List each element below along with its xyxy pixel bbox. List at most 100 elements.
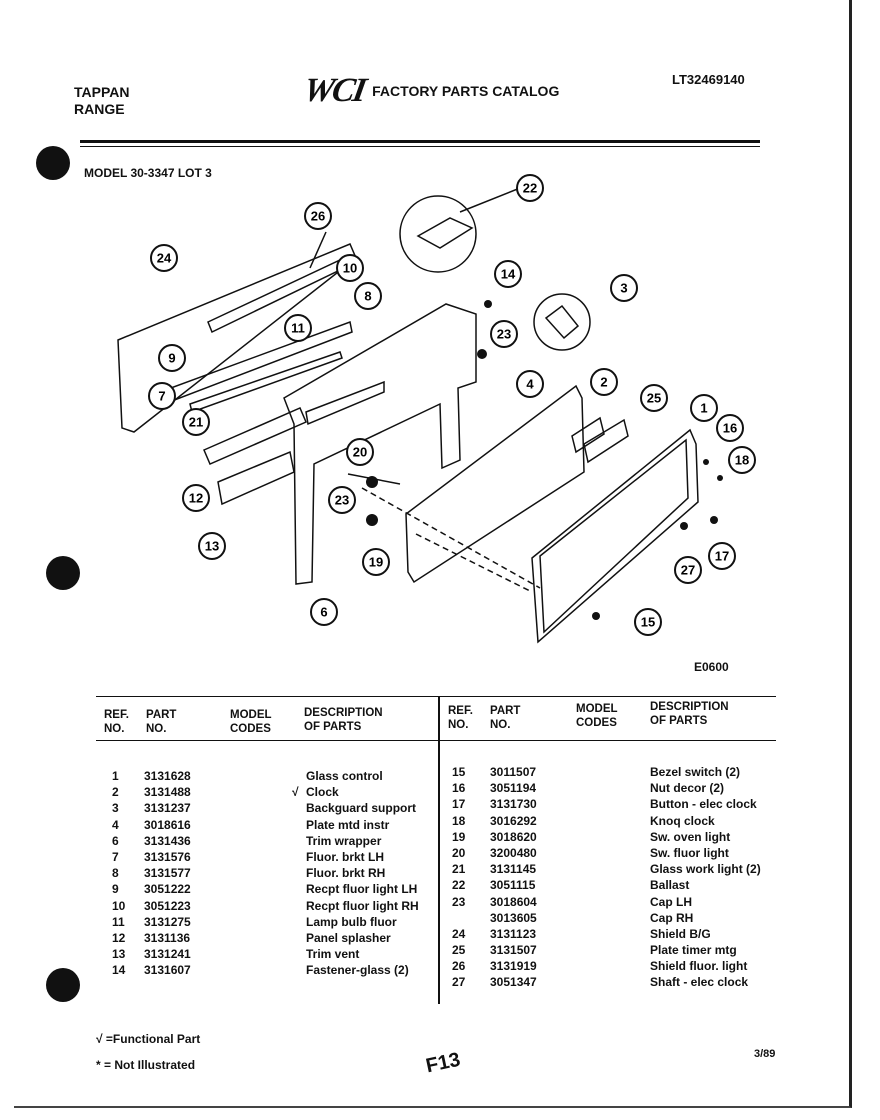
callout-label-13: 13 [205,539,219,554]
part-description: Trim vent [306,947,360,962]
switch-oven [366,514,378,526]
part-description: Plate timer mtg [650,943,737,958]
callout-circle-20 [346,438,374,466]
revision-date: 3/89 [754,1048,776,1060]
callout-circle-26 [304,202,332,230]
ref-number: 7 [112,849,119,864]
part-number: 3131919 [490,959,537,974]
part-number: 3131436 [144,833,191,848]
callout-label-7: 7 [158,389,165,404]
ref-number: 4 [112,817,119,832]
ref-number: 19 [452,829,466,844]
functional-part-note: √ =Functional Part [96,1032,201,1046]
part-number: 3051223 [144,898,191,913]
part-number: 3131123 [490,926,537,941]
part-number: 3131628 [144,769,191,783]
part-number: 3131488 [144,785,191,800]
callout-label-17: 17 [715,549,729,564]
shield-part [117,243,357,433]
part-number: 3131730 [490,797,537,812]
part-description: Plate mtd instr [306,817,390,832]
ref-number: 24 [452,926,466,941]
ref-number: 11 [112,914,125,929]
part-number: 3018616 [144,817,191,832]
callout-label-12: 12 [189,491,203,506]
punch-hole-top [36,146,70,180]
callout-circle-17 [708,542,736,570]
callout-circle-24 [150,244,178,272]
ref-number: 10 [112,898,126,913]
callout-label-2: 2 [600,375,607,390]
functional-mark: √ [292,785,299,800]
part-number: 3131241 [144,947,191,962]
callout-label-15: 15 [641,615,655,630]
plate-mtd-instr [405,384,585,584]
ref-number: 1 [112,769,119,783]
callout-label-26: 26 [311,209,325,224]
fastener-glass [484,300,492,308]
cap-lh [477,349,487,359]
trim-vent [217,450,295,506]
callout-label-23: 23 [335,493,349,508]
punch-hole-middle [46,556,80,590]
part-description: Fluor. brkt LH [306,849,384,864]
part-description: Sw. fluor light [650,845,729,860]
table-top-rule [96,696,776,697]
callout-circle-19 [362,548,390,576]
ref-number: 9 [112,882,119,897]
part-description: Cap LH [650,894,692,909]
ref-number: 20 [452,845,466,860]
part-description: Ballast [650,878,690,893]
callout-label-8: 8 [364,289,371,304]
nut-decor [703,459,709,465]
part-number: 3018604 [490,894,537,909]
callout-label-9: 9 [168,351,175,366]
part-number: 3131576 [144,849,191,864]
callout-label-27: 27 [681,563,695,578]
part-number: 3131577 [144,866,191,881]
brand-line-1: TAPPAN [74,84,130,100]
part-description: Glass work light (2) [650,862,761,877]
ref-number: 22 [452,878,466,893]
lamp-tube [189,351,343,413]
ref-number: 6 [112,833,119,848]
part-description: Lamp bulb fluor [306,914,397,929]
wci-logo: WCI [300,72,368,109]
table-header-rule [96,740,776,741]
punch-hole-bottom [46,968,80,1002]
part-description: Fastener-glass (2) [306,963,409,978]
part-number: 3051194 [490,781,537,796]
part-description: Nut decor (2) [650,781,725,796]
part-number: 3013605 [490,910,537,925]
callout-label-20: 20 [353,445,367,460]
switch-fluor [366,476,378,488]
part-description: Shaft - elec clock [650,975,749,990]
ref-number: 23 [452,894,466,909]
part-description: Backguard support [306,801,417,816]
panel-splasher [203,407,307,465]
button-clock [710,516,718,524]
callout-circle-16 [716,414,744,442]
glass-control-inner [539,438,689,634]
ref-number: 3 [112,801,119,816]
callout-circle-23 [490,320,518,348]
ref-number: 21 [452,862,466,877]
callout-circle-15 [634,608,662,636]
ref-number: 27 [452,975,466,990]
plate-timer [583,418,629,464]
